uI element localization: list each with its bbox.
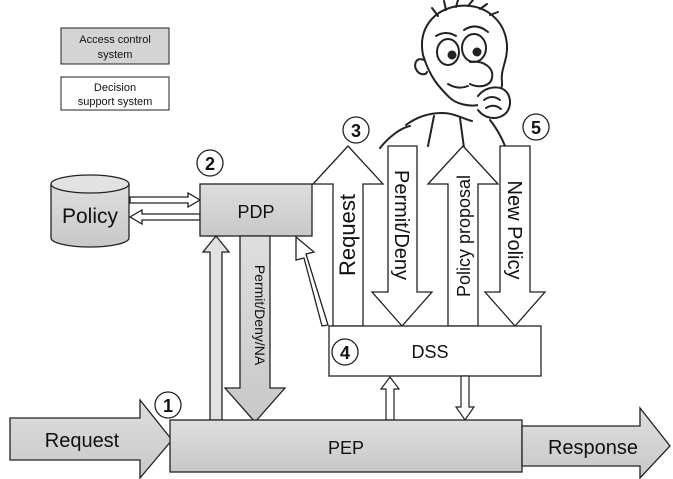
pdp-to-pep-decision: Permit/Deny/NA (223, 235, 287, 423)
legend-access-control-line2: system (98, 49, 133, 61)
worried-person-illustration (379, 0, 511, 155)
request-up-label: Request (335, 194, 360, 276)
permit-deny-na-label: Permit/Deny/NA (252, 265, 268, 366)
pep-to-pdp-arrow (201, 234, 231, 421)
step-1-circle (154, 391, 182, 419)
response-out-arrow-group: Response (521, 406, 671, 479)
policy-pdp-arrows (128, 191, 202, 226)
pdp-box (199, 183, 313, 237)
legend: Access control system Decision support s… (60, 27, 170, 111)
step-markers: 1 2 3 4 5 (154, 113, 550, 419)
policy-proposal-up-arrow (426, 145, 500, 327)
step-4-label: 4 (340, 343, 350, 363)
pdp-node: PDP (199, 183, 313, 237)
new-policy-down-label: New Policy (503, 181, 525, 280)
policy-proposal-up-arrow-group: Policy proposal (426, 145, 500, 327)
pdp-to-policy-arrow (128, 208, 201, 226)
dss-to-pdp-arrow (295, 235, 329, 327)
request-up-arrow-group: Request (311, 145, 385, 327)
permit-deny-down-arrow-group: Permit/Deny (370, 145, 434, 327)
policy-proposal-up-label: Policy proposal (454, 175, 474, 297)
request-in-arrow-group: Request (9, 398, 173, 479)
policy-cylinder-top (50, 174, 130, 194)
step-5-circle (522, 113, 550, 141)
new-policy-down-arrow (483, 145, 547, 327)
request-up-arrow (311, 145, 385, 327)
new-policy-down-arrow-group: New Policy (483, 145, 547, 327)
pep-label: PEP (328, 438, 364, 458)
step-2-circle (196, 149, 224, 177)
response-out-arrow (521, 406, 671, 479)
permit-deny-na-arrow (223, 235, 287, 423)
response-out-label: Response (548, 437, 638, 459)
step-1-label: 1 (163, 396, 173, 416)
request-in-arrow (9, 398, 173, 479)
step-3-label: 3 (351, 121, 361, 141)
dss-label: DSS (411, 342, 448, 362)
pep-to-dss-arrow (379, 376, 401, 421)
legend-decision-support-line1: Decision (94, 82, 136, 94)
legend-decision-support-swatch (60, 76, 170, 111)
dss-node: DSS (328, 325, 542, 377)
step-3-circle (342, 116, 370, 144)
dss-to-pep-arrow (454, 375, 476, 422)
legend-access-control-swatch (60, 27, 170, 65)
dss-box (328, 325, 542, 377)
pdp-label: PDP (237, 202, 274, 222)
permit-deny-down-label: Permit/Deny (390, 170, 412, 280)
pep-box (169, 419, 523, 473)
pep-node: PEP (169, 419, 523, 473)
policy-to-pdp-arrow (129, 191, 202, 209)
step-5-label: 5 (531, 118, 541, 138)
legend-decision-support-line2: support system (78, 96, 153, 108)
policy-cylinder-body (50, 184, 130, 248)
policy-store: Policy (50, 174, 130, 248)
policy-label: Policy (62, 205, 119, 228)
step-4-circle (331, 338, 359, 366)
permit-deny-down-arrow (370, 145, 434, 327)
step-2-label: 2 (205, 154, 215, 174)
legend-access-control-line1: Access control (79, 34, 151, 46)
request-in-label: Request (45, 430, 120, 452)
